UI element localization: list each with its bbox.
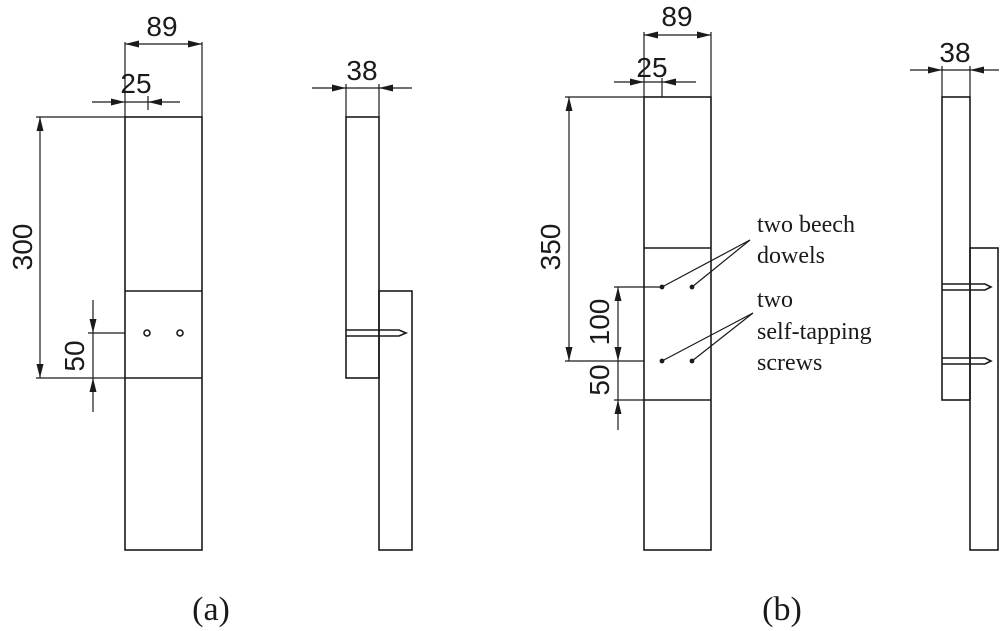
panel-b-caption: (b) (762, 591, 802, 628)
panel-a-caption: (a) (192, 591, 230, 628)
panel-b-screw-note-line3: screws (757, 350, 822, 376)
panel-a-dim-length-label: 300 (7, 224, 38, 271)
panel-b-dim-inset: 25 (614, 52, 696, 97)
panel-a-front-view (124, 116, 203, 551)
panel-a-dim-thickness-label: 38 (346, 55, 377, 86)
panel-a-side-upper-member (345, 116, 380, 379)
panel-b-side-screw-top (942, 283, 993, 291)
panel-b-dowel-note-line2: dowels (757, 243, 825, 269)
panel-a-dim-width-label: 89 (146, 11, 177, 42)
panel-a-dim-inset-label: 25 (120, 68, 151, 99)
panel-b-dowel-note-line1: two beech (757, 212, 855, 238)
panel-a-dim-width: 89 (124, 11, 203, 117)
panel-b-dim-edge-label: 50 (584, 364, 615, 395)
panel-b-side-lower-member (969, 247, 999, 551)
panel-b-leaders (661, 239, 754, 362)
panel-b-side-view (941, 96, 999, 551)
panel-b-screw-note: two self-tapping screws (757, 287, 872, 376)
panel-b-side-screw-bottom (942, 357, 993, 365)
panel-a-dim-thickness: 38 (312, 55, 412, 117)
panel-a-side-lower-member (378, 290, 413, 551)
panel-b-screw-note-line2: self-tapping (757, 319, 872, 345)
panel-b-dim-inset-label: 25 (636, 52, 667, 83)
panel-a-front-outline (124, 116, 203, 551)
panel-a-dim-overlap-label: 50 (59, 340, 90, 371)
panel-b-dim-thickness: 38 (910, 37, 999, 97)
panel-b-side-upper-member (941, 96, 971, 401)
panel-a-hole-right (176, 329, 184, 337)
panel-a-dim-overlap: 50 (59, 300, 125, 412)
panel-b-dim-length-label: 350 (535, 224, 566, 271)
panel-b-dim-thickness-label: 38 (939, 37, 970, 68)
panel-b-front-view (643, 96, 712, 551)
panel-b-front-outline (643, 96, 712, 551)
panel-a-side-view (345, 116, 413, 551)
panel-b-screw-note-line1: two (757, 287, 793, 313)
panel-a: 89 25 300 50 (7, 11, 413, 628)
panel-a-dim-inset: 25 (92, 68, 180, 110)
panel-b-dim-spacing-label: 100 (584, 299, 615, 346)
panel-b-dim-edge: 50 (584, 361, 644, 430)
panel-b-dim-spacing: 100 (584, 286, 662, 361)
panel-b-dim-length: 350 (535, 96, 644, 362)
panel-a-hole-left (143, 329, 151, 337)
panel-b-dim-width: 89 (643, 1, 712, 97)
panel-b: two beech dowels two self-tapping screws… (535, 1, 999, 628)
panel-b-dim-width-label: 89 (661, 1, 692, 32)
panel-a-side-fastener (346, 329, 409, 337)
panel-b-dowel-note: two beech dowels (757, 212, 855, 269)
panel-a-dim-length: 300 (7, 116, 125, 379)
